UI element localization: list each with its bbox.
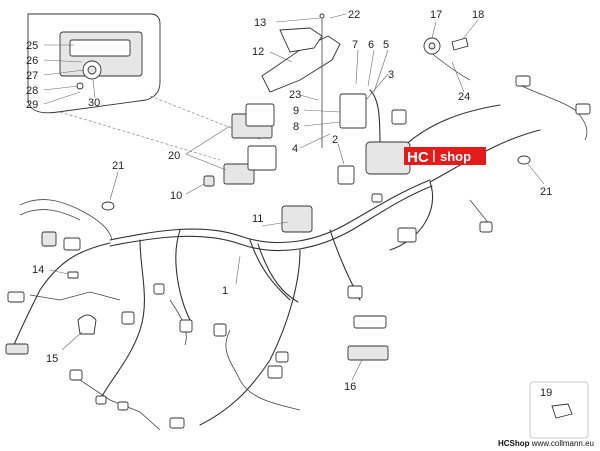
label-10: 10 (170, 190, 182, 202)
footer-url[interactable]: www.collmann.eu (531, 439, 594, 448)
leader-lines (49, 13, 545, 381)
label-2: 2 (332, 134, 338, 146)
hcshop-badge[interactable]: HC shop (404, 147, 486, 166)
label-28: 28 (26, 85, 38, 97)
label-6: 6 (368, 39, 374, 51)
label-21-left: 21 (112, 160, 124, 172)
label-17: 17 (430, 9, 442, 21)
label-29: 29 (26, 99, 38, 111)
label-9: 9 (293, 105, 299, 117)
badge-hc-text: HC (407, 149, 429, 166)
label-30: 30 (88, 97, 100, 109)
label-11: 11 (252, 213, 263, 225)
label-20: 20 (168, 150, 180, 162)
footer-brand: HCShop (497, 439, 530, 448)
label-1: 1 (222, 285, 228, 297)
label-5: 5 (383, 39, 389, 51)
label-26: 26 (26, 55, 38, 67)
label-12: 12 (252, 46, 264, 58)
label-21-right: 21 (540, 186, 552, 198)
label-3: 3 (388, 69, 394, 81)
label-7: 7 (352, 39, 358, 51)
detail-inset (27, 13, 263, 161)
label-14: 14 (32, 264, 44, 276)
label-25: 25 (26, 40, 38, 52)
label-18: 18 (472, 9, 484, 21)
label-24: 24 (458, 91, 470, 103)
footer-credit: HCShop www.collmann.eu (498, 439, 594, 448)
main-harness (13, 51, 588, 431)
callout-labels: 1 2 3 4 5 6 7 8 9 10 11 12 13 14 15 16 1… (26, 9, 552, 399)
badge-divider (433, 150, 435, 162)
label-27: 27 (26, 70, 38, 82)
label-15: 15 (46, 353, 58, 365)
label-22: 22 (348, 9, 360, 21)
label-4: 4 (292, 143, 298, 155)
badge-background (404, 147, 486, 165)
label-19: 19 (540, 387, 552, 399)
label-13: 13 (254, 17, 266, 29)
components (5, 13, 591, 439)
label-8: 8 (293, 121, 299, 133)
badge-shop-text: shop (440, 149, 471, 164)
label-16: 16 (344, 381, 356, 393)
label-23: 23 (289, 89, 301, 101)
